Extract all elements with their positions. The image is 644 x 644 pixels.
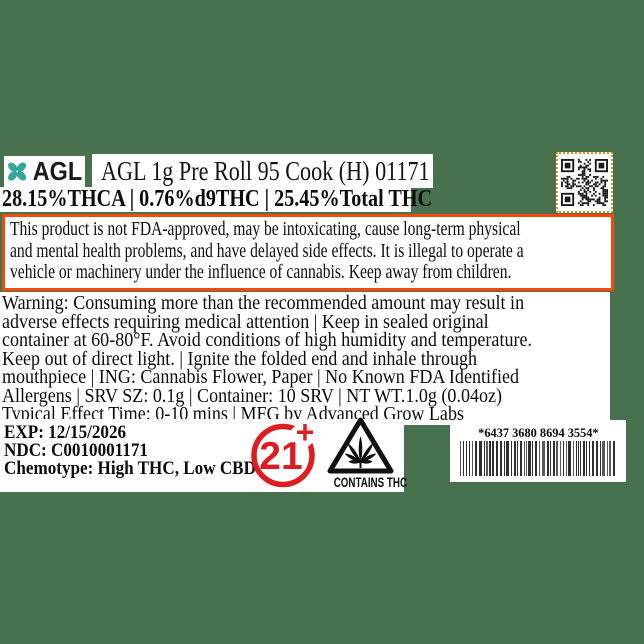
expiration-date: EXP: 12/15/2026 — [4, 422, 127, 443]
usage-warning-line: Warning: Consuming more than the recomme… — [2, 292, 525, 314]
contains-thc-icon — [327, 417, 394, 474]
fda-warning-line: and mental health problems, and have del… — [10, 239, 524, 262]
usage-warning-line: Keep out of direct light. | Ignite the f… — [2, 347, 478, 370]
age-21-icon: 21 + — [251, 420, 318, 488]
product-title: AGL 1g Pre Roll 95 Cook (H) 01171 — [92, 154, 433, 188]
potency-text: 28.15%THCA | 0.76%d9THC | 25.45%Total TH… — [2, 186, 433, 212]
brand-logo-text: AGL — [32, 156, 83, 186]
usage-warning: Warning: Consuming more than the recomme… — [0, 292, 610, 425]
barcode-bars — [460, 441, 615, 476]
age-21-plus: + — [296, 420, 315, 450]
product-title-text: AGL 1g Pre Roll 95 Cook (H) 01171 — [101, 156, 430, 186]
fda-warning-line: This product is not FDA-approved, may be… — [10, 218, 521, 240]
ndc-number: NDC: C0010001171 — [4, 440, 148, 461]
usage-warning-line: mouthpiece | ING: Cannabis Flower, Paper… — [2, 366, 520, 389]
cannabis-leaf-icon — [344, 436, 377, 468]
fda-warning-box: This product is not FDA-approved, may be… — [2, 214, 614, 291]
barcode-number: *6437 3680 8694 3554* — [477, 425, 599, 440]
usage-warning-line: Allergens | SRV SZ: 0.1g | Container: 10… — [2, 384, 503, 407]
brand-logo: AGL — [4, 156, 85, 187]
chemotype: Chemotype: High THC, Low CBD — [4, 458, 256, 479]
potency-line: 28.15%THCA | 0.76%d9THC | 25.45%Total TH… — [0, 187, 432, 212]
usage-warning-line: adverse effects requiring medical attent… — [2, 310, 489, 333]
agl-clover-icon — [8, 162, 27, 181]
barcode: *6437 3680 8694 3554* — [450, 420, 626, 482]
usage-warning-line: container at 60-80°F. Avoid conditions o… — [2, 329, 533, 352]
age-21-number: 21 — [259, 435, 302, 478]
fda-warning-line: vehicle or machinery under the influence… — [10, 261, 512, 284]
qr-code-icon — [561, 159, 608, 206]
contains-thc-caption: CONTAINS THC — [333, 474, 408, 490]
qr-code — [556, 152, 613, 213]
